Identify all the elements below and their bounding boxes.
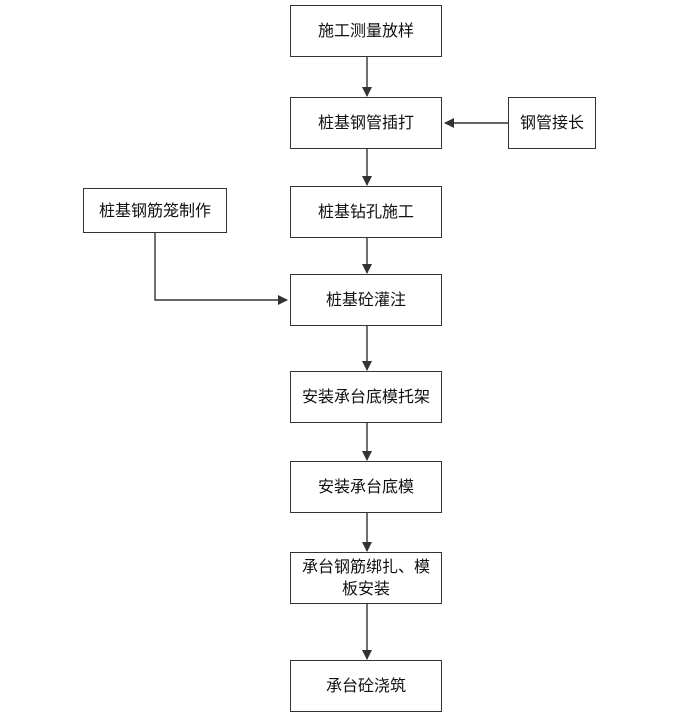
side-input-rebar-cage-fabrication: 桩基钢筋笼制作 bbox=[83, 188, 227, 233]
step-install-cap-formwork-bracket: 安装承台底模托架 bbox=[290, 371, 442, 423]
step-cap-concrete-pouring: 承台砼浇筑 bbox=[290, 660, 442, 712]
step-cap-rebar-and-formwork: 承台钢筋绑扎、模板安装 bbox=[290, 552, 442, 604]
arrow-left-input-to-step4 bbox=[154, 233, 288, 305]
step-pile-concrete-pouring: 桩基砼灌注 bbox=[290, 274, 442, 326]
step-install-cap-bottom-formwork: 安装承台底模 bbox=[290, 461, 442, 513]
side-input-pipe-extension: 钢管接长 bbox=[508, 97, 596, 149]
step-pile-drilling: 桩基钻孔施工 bbox=[290, 186, 442, 238]
step-survey-layout: 施工测量放样 bbox=[290, 5, 442, 57]
step-steel-pipe-driving: 桩基钢管插打 bbox=[290, 97, 442, 149]
